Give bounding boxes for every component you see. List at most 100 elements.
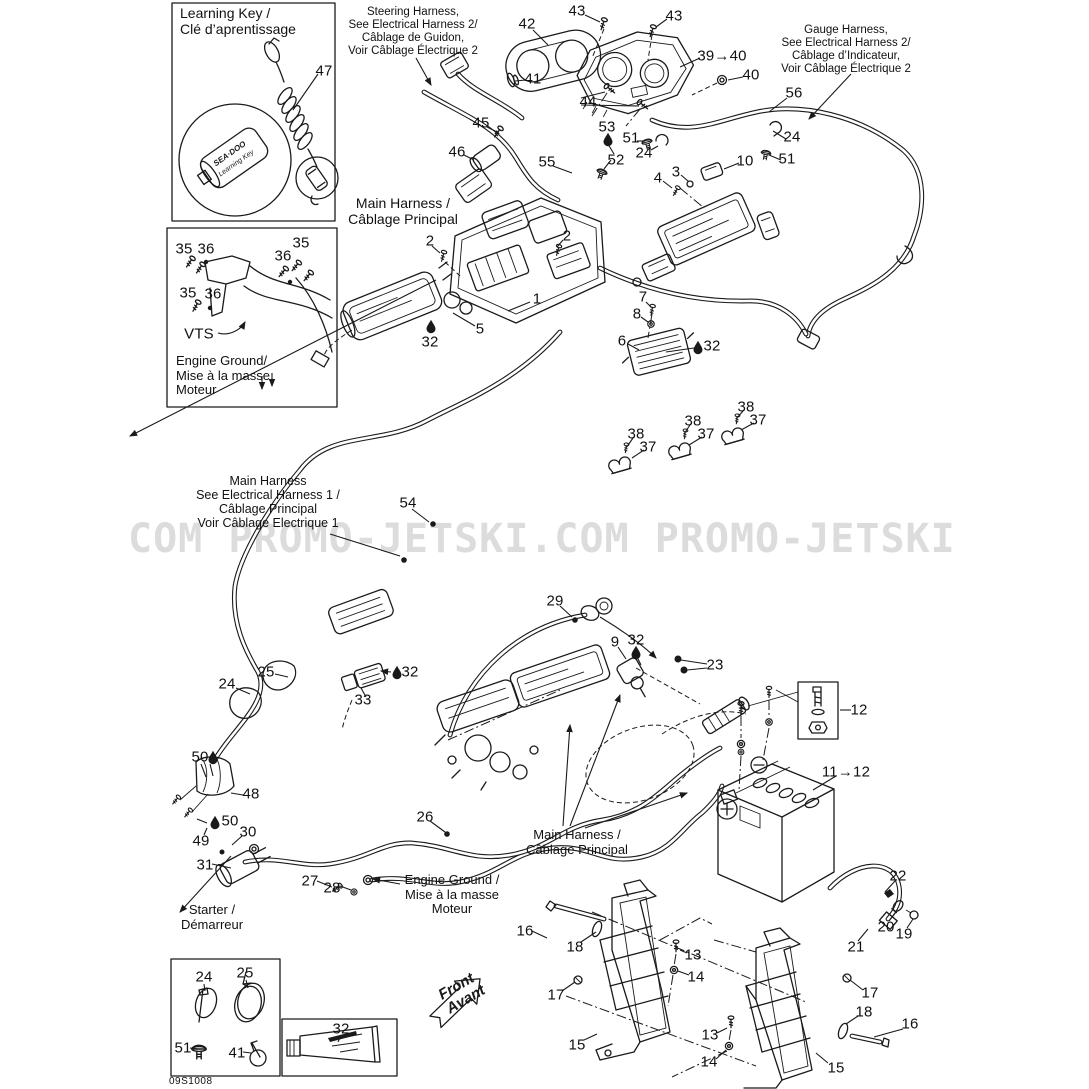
callout-label: 2 — [425, 232, 435, 250]
callout-label: 50 — [191, 748, 209, 766]
callout-label: 39→40 — [697, 47, 747, 65]
callout-label: 7 — [638, 288, 648, 306]
callout-label: 6 — [617, 332, 627, 350]
callout-label: 24 — [783, 128, 801, 146]
callout-label: 22 — [889, 867, 907, 885]
callout-label: 9 — [610, 633, 620, 651]
callout-label: 32 — [627, 631, 645, 649]
callout-label: 14 — [687, 968, 705, 986]
callout-label: 56 — [785, 84, 803, 102]
callout-label: 28 — [323, 879, 341, 897]
battery-tray-right — [713, 927, 813, 1089]
starter-note: Starter / Démarreur — [180, 902, 244, 932]
callout-label: 25 — [236, 964, 254, 982]
grease-droplet-icon — [210, 815, 220, 830]
callout-label: 43 — [665, 7, 683, 25]
callout-label: 48 — [242, 785, 260, 803]
callout-label: 54 — [399, 494, 417, 512]
callout-label: 12 — [850, 701, 868, 719]
battery-plus-icon — [720, 802, 734, 816]
harness-clamps-row — [606, 413, 746, 475]
callout-label: 13 — [701, 1026, 719, 1044]
fastener-kit-box — [170, 958, 281, 1077]
callout-label: 15 — [827, 1059, 845, 1077]
callout-label: 31 — [196, 856, 214, 874]
callout-label: 50 — [221, 812, 239, 830]
callout-label: 24 — [218, 675, 236, 693]
front-direction-arrow: Front Avant — [429, 969, 489, 1029]
battery-tray-left — [595, 879, 671, 1061]
wiring-harness-tubes — [216, 51, 922, 919]
learning-key-title: Learning Key / Clé d’aprentissage — [180, 5, 296, 37]
callout-label: 32 — [332, 1020, 350, 1038]
main-harness-1-note: Main Harness See Electrical Harness 1 / … — [196, 474, 340, 530]
vent-hose — [878, 889, 919, 930]
callout-label: 44 — [579, 93, 597, 111]
callout-label: 27 — [301, 872, 319, 890]
callout-label: 24 — [195, 968, 213, 986]
callout-label: 35 — [175, 240, 193, 258]
callout-label: 4 — [653, 169, 663, 187]
callout-label: 40 — [742, 66, 760, 84]
steering-harness-parts — [455, 121, 782, 209]
callout-label: 17 — [547, 986, 565, 1004]
callout-label: 36 — [204, 285, 222, 303]
callout-label: 16 — [901, 1015, 919, 1033]
vts-ground-box — [166, 227, 338, 408]
callout-label: 35 — [179, 284, 197, 302]
callout-label: 38 — [737, 398, 755, 416]
callout-label: VTS — [184, 325, 214, 343]
callout-label: 51 — [174, 1039, 192, 1057]
callout-label: 19 — [895, 925, 913, 943]
callout-label: 3 — [671, 163, 681, 181]
callout-label: 18 — [566, 938, 584, 956]
callout-label: 20 — [877, 918, 895, 936]
callout-label: 1 — [532, 290, 542, 308]
starter-parts — [170, 756, 374, 913]
callout-label: 16 — [516, 922, 534, 940]
ecm-module — [632, 192, 756, 287]
callout-label: 36 — [274, 247, 292, 265]
grease-droplet-icon — [693, 340, 703, 355]
grease-droplet-icon — [426, 319, 436, 334]
callout-label: 37 — [639, 438, 657, 456]
callout-label: 46 — [448, 143, 466, 161]
watermark: COM PROMO-JETSKI.COM PROMO-JETSKI — [128, 516, 956, 562]
gauge-cluster — [505, 16, 728, 127]
engine-harness-assembly — [434, 616, 750, 804]
callout-label: 32 — [401, 663, 419, 681]
callout-label: 11→12 — [821, 763, 871, 781]
main-harness-top-note: Main Harness / Câblage Principal — [348, 195, 458, 227]
part-code: 09S1008 — [169, 1076, 213, 1087]
callout-label: 26 — [416, 808, 434, 826]
callout-label: 33 — [354, 691, 372, 709]
callout-label: 25 — [257, 663, 275, 681]
engine-ground-vts-note: Engine Ground/ Mise à la masse Moteur — [176, 353, 270, 398]
battery — [716, 681, 839, 903]
callout-label: 51 — [622, 129, 640, 147]
callout-label: 55 — [538, 153, 556, 171]
callout-label: 24 — [635, 144, 653, 162]
callout-label: 38 — [684, 412, 702, 430]
callout-label: 42 — [518, 15, 536, 33]
tray-hardware — [545, 900, 890, 1078]
engine-ground-bottom-note: Engine Ground / Mise à la masse Moteur — [404, 872, 500, 917]
callout-label: 47 — [315, 62, 333, 80]
callout-label: 35 — [292, 234, 310, 252]
callout-label: 45 — [472, 114, 490, 132]
voltage-regulator — [621, 303, 695, 376]
grease-droplet-icon — [392, 665, 402, 680]
gauge-harness-note: Gauge Harness, See Electrical Harness 2/… — [781, 24, 911, 75]
callout-label: 52 — [607, 151, 625, 169]
electrical-box-assembly — [438, 197, 606, 324]
callout-label: 36 — [197, 240, 215, 258]
callout-label: 8 — [632, 305, 642, 323]
callout-label: 29 — [546, 592, 564, 610]
hardware-kit-12-box — [797, 681, 839, 740]
callout-label: 30 — [239, 823, 257, 841]
callout-label: 51 — [778, 150, 796, 168]
callout-label: 37 — [749, 411, 767, 429]
callout-label: 21 — [847, 938, 865, 956]
